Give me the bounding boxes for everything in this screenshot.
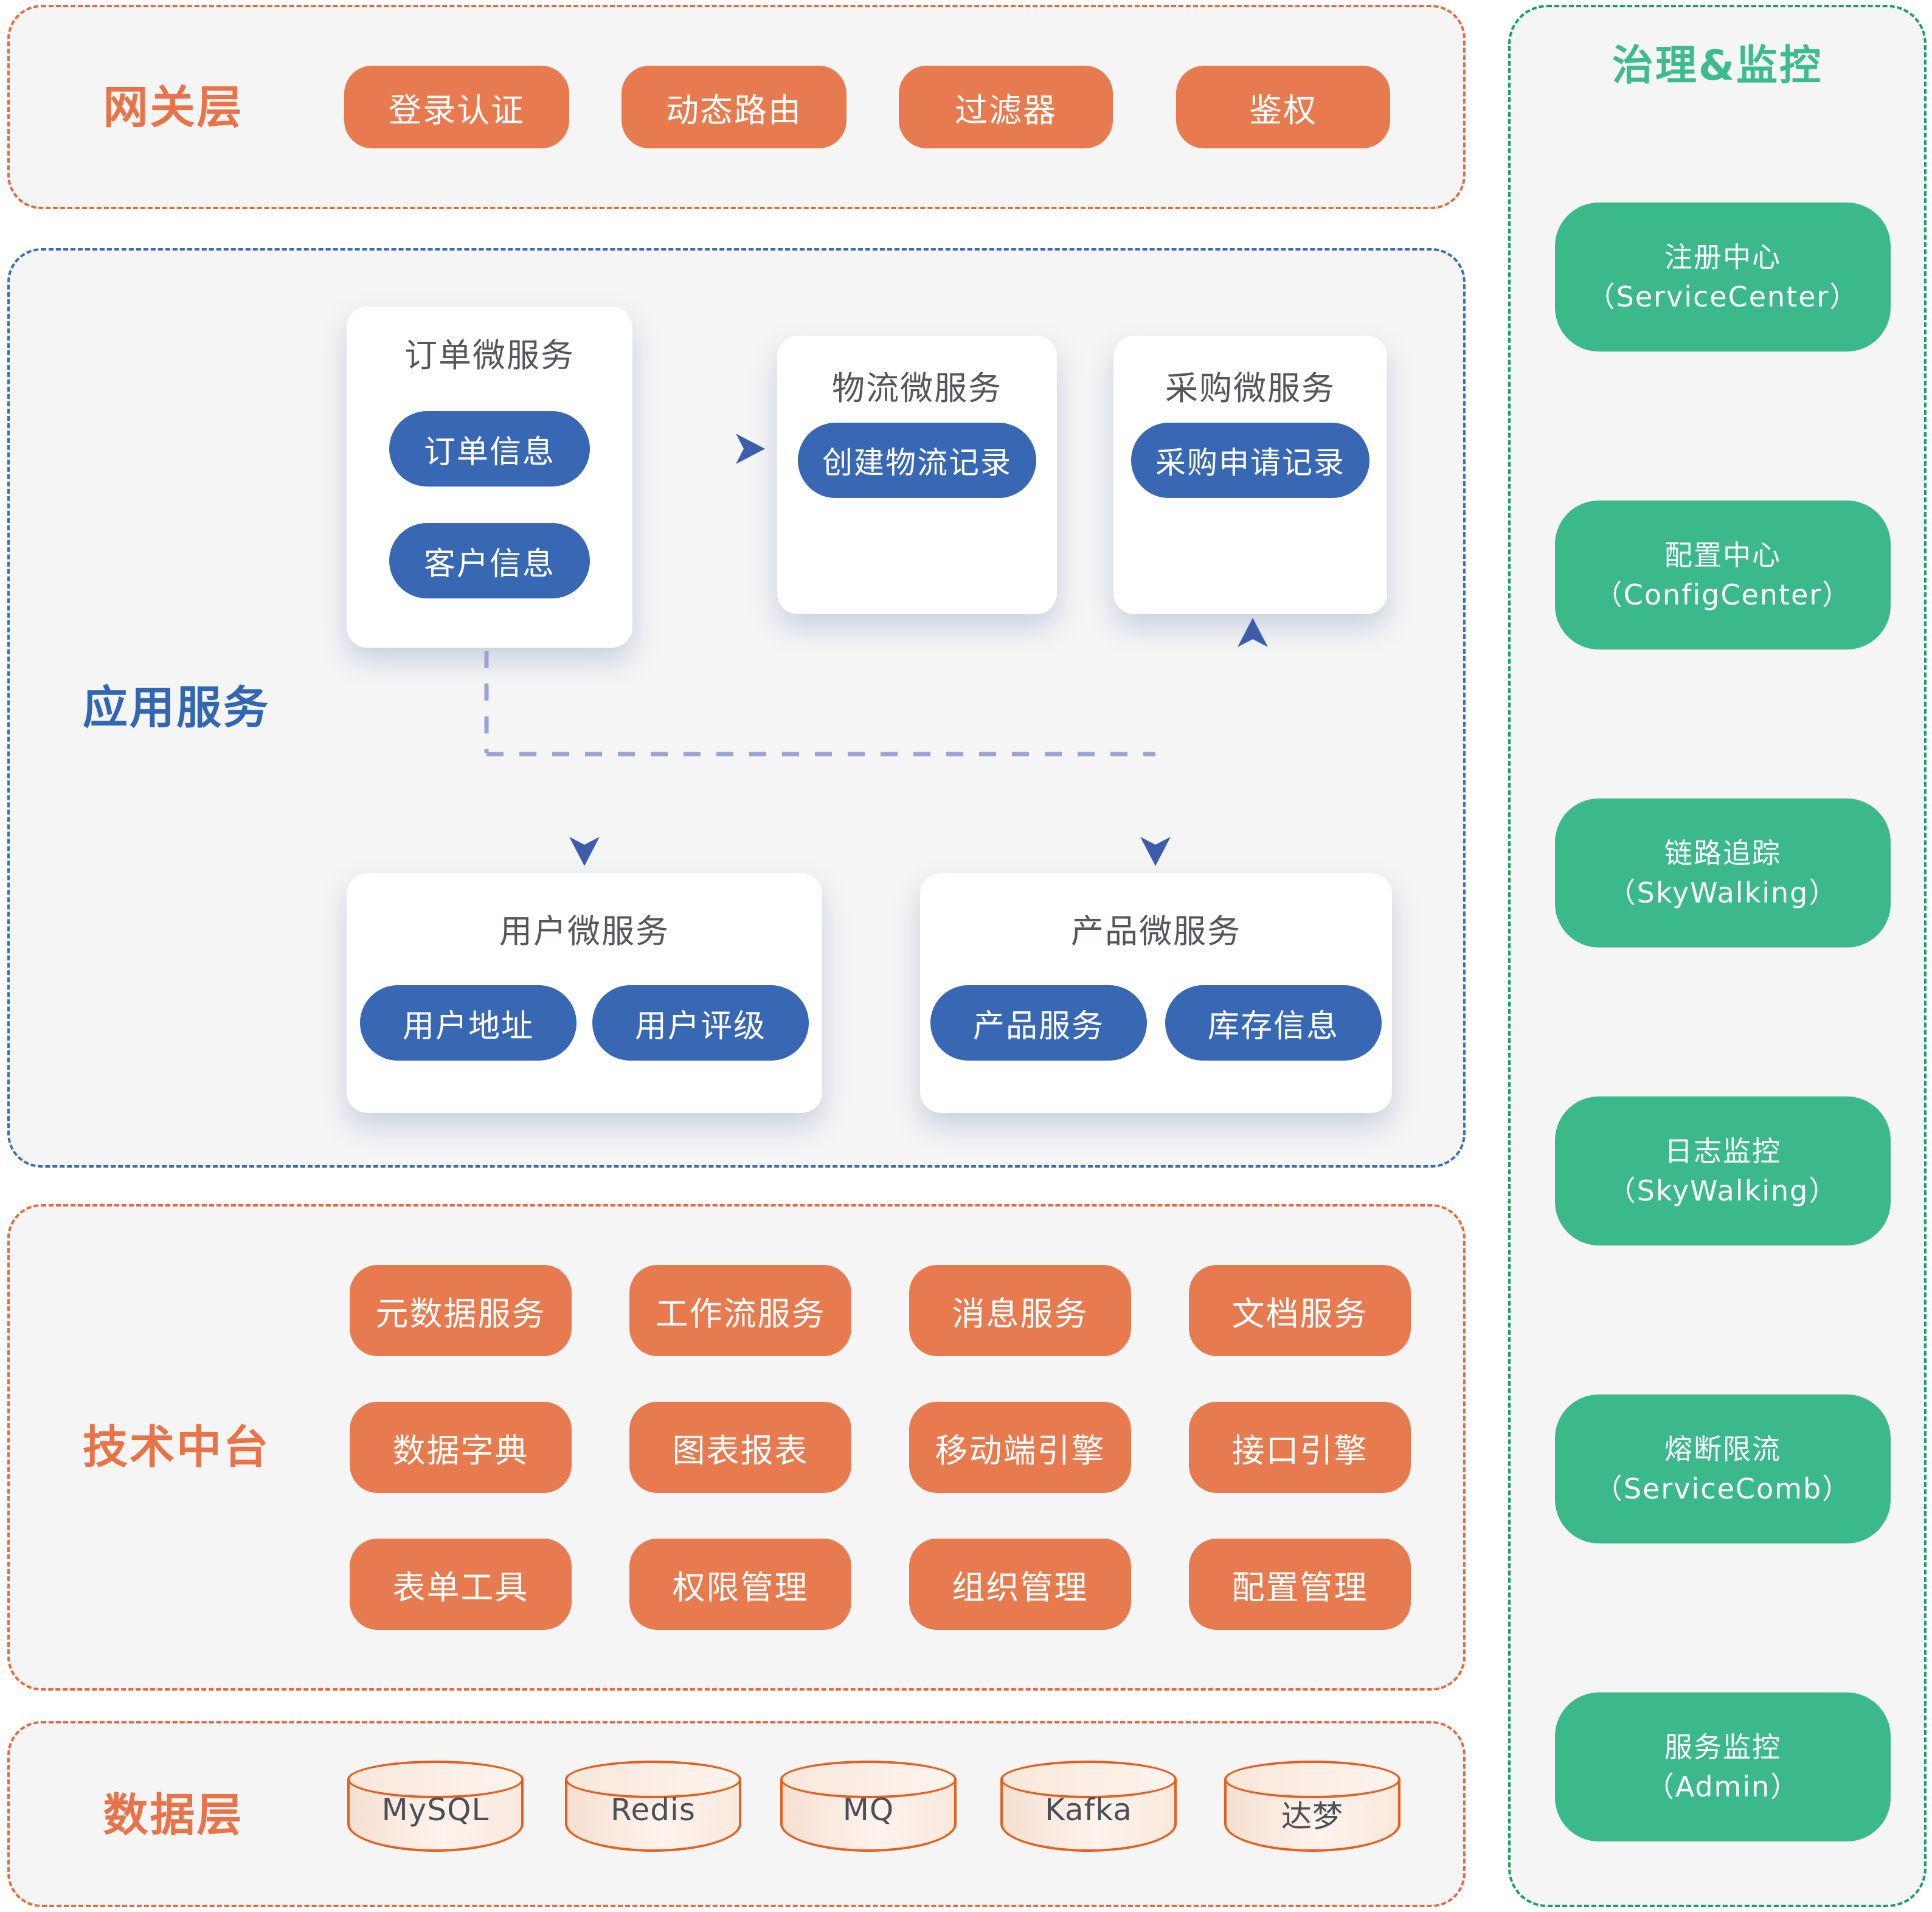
create-logistics-record-pill: 创建物流记录 [798,423,1036,498]
tech-node-dictionary: 数据字典 [350,1402,572,1493]
gbox-line2: （Admin） [1646,1770,1800,1803]
gbox-line1: 配置中心 [1664,539,1781,572]
gbox-line2: （ConfigCenter） [1594,578,1852,611]
tech-node-permission: 权限管理 [629,1539,851,1630]
redis-label: Redis [611,1792,696,1827]
gateway-node-dynamic-route: 动态路由 [621,66,847,148]
gbox-line1: 日志监控 [1664,1135,1781,1168]
user-service-title: 用户微服务 [499,912,670,951]
redis-cylinder-icon: Redis [565,1761,741,1852]
tech-node-metadata: 元数据服务 [350,1265,572,1356]
gbox-line1: 链路追踪 [1664,837,1781,870]
inventory-info-pill: 库存信息 [1165,985,1382,1061]
governance-box-log-monitor: 日志监控 （SkyWalking） [1555,1096,1891,1245]
gateway-node-login-auth: 登录认证 [344,66,569,148]
product-service-pill: 产品服务 [930,985,1147,1061]
customer-info-pill: 客户信息 [389,523,590,598]
cylinder-top [1224,1761,1401,1798]
cylinder-top [1000,1761,1177,1798]
kafka-cylinder-icon: Kafka [1000,1761,1177,1852]
user-rating-pill: 用户评级 [592,985,809,1061]
order-info-pill: 订单信息 [389,411,590,487]
tech-node-config: 配置管理 [1189,1539,1411,1630]
procurement-service-title: 采购微服务 [1165,369,1335,407]
tech-node-form-tool: 表单工具 [350,1539,572,1630]
gbox-line2: （ServiceComb） [1594,1472,1852,1505]
tech-platform-label: 技术中台 [83,1421,270,1474]
tech-node-workflow: 工作流服务 [629,1265,851,1356]
gateway-node-filter: 过滤器 [899,66,1113,148]
governance-box-tracing: 链路追踪 （SkyWalking） [1555,798,1891,947]
data-layer-label: 数据层 [103,1789,244,1841]
mysql-cylinder-icon: MySQL [347,1761,524,1852]
logistics-service-title: 物流微服务 [832,369,1002,407]
cylinder-top [780,1761,957,1798]
kafka-label: Kafka [1045,1792,1132,1827]
app-services-label: 应用服务 [83,682,270,734]
gbox-line1: 熔断限流 [1664,1433,1781,1466]
gateway-layer-label: 网关层 [103,81,244,134]
tech-node-chart: 图表报表 [629,1402,851,1493]
mysql-label: MySQL [381,1792,490,1827]
governance-box-service-monitor: 服务监控 （Admin） [1555,1692,1891,1841]
mq-cylinder-icon: MQ [780,1761,957,1852]
cylinder-top [347,1761,524,1798]
governance-title: 治理&监控 [1612,42,1823,90]
gbox-line2: （SkyWalking） [1607,1174,1838,1207]
gbox-line2: （SkyWalking） [1607,876,1838,909]
product-service-title: 产品微服务 [1071,912,1241,951]
tech-node-mobile: 移动端引擎 [909,1402,1131,1493]
governance-box-config-center: 配置中心 （ConfigCenter） [1555,501,1891,649]
governance-box-service-center: 注册中心 （ServiceCenter） [1555,203,1891,352]
tech-node-api-engine: 接口引擎 [1189,1402,1411,1493]
tech-node-org: 组织管理 [909,1539,1131,1630]
gbox-line2: （ServiceCenter） [1587,280,1859,313]
gateway-node-authz: 鉴权 [1176,66,1390,148]
governance-box-circuit-breaker: 熔断限流 （ServiceComb） [1555,1394,1891,1543]
cylinder-top [565,1761,741,1798]
gbox-line1: 服务监控 [1664,1731,1781,1764]
dameng-label: 达梦 [1281,1799,1343,1834]
mq-label: MQ [842,1792,895,1827]
user-address-pill: 用户地址 [360,985,576,1061]
purchase-request-record-pill: 采购申请记录 [1131,423,1369,498]
gbox-line1: 注册中心 [1664,241,1781,274]
dameng-cylinder-icon: 达梦 [1224,1761,1401,1852]
order-service-title: 订单微服务 [404,336,575,375]
tech-node-message: 消息服务 [909,1265,1131,1356]
tech-node-document: 文档服务 [1189,1265,1411,1356]
